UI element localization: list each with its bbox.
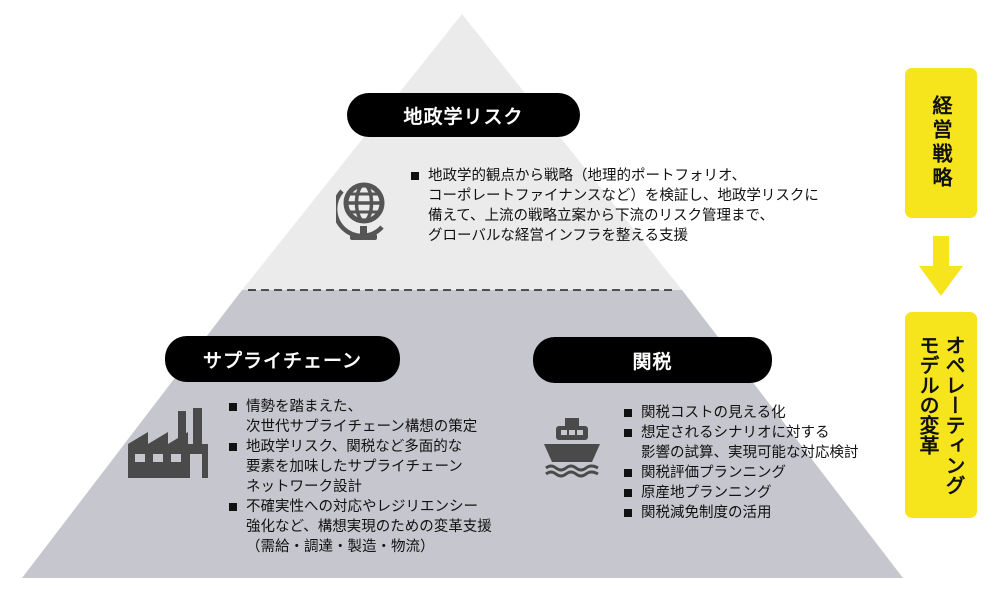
list-item: 関税コストの見える化 xyxy=(623,403,859,423)
list-item: 地政学的観点から戦略（地理的ポートフォリオ、 コーポレートファイナンスなど）を検… xyxy=(410,166,819,246)
list-item: 情勢を踏まえた、 次世代サプライチェーン構想の策定 xyxy=(228,397,492,437)
supply-chain-title: サプライチェーン xyxy=(165,336,400,382)
globe-icon xyxy=(336,182,385,240)
operating-model-box: オペレーティング モデルの変革 xyxy=(905,312,977,518)
down-arrow-icon xyxy=(919,236,963,296)
list-item: 原産地プランニング xyxy=(623,483,859,503)
list-item: 関税評価プランニング xyxy=(623,463,859,483)
ship-icon xyxy=(544,418,600,478)
management-strategy-box: 経営戦略 xyxy=(905,68,977,218)
tariffs-title: 関税 xyxy=(533,337,772,383)
pyramid-top-tier xyxy=(242,14,682,290)
supply-chain-bullets: 情勢を踏まえた、 次世代サプライチェーン構想の策定 地政学リスク、関税など多面的… xyxy=(228,397,492,557)
geopolitical-risk-bullets: 地政学的観点から戦略（地理的ポートフォリオ、 コーポレートファイナンスなど）を検… xyxy=(410,166,819,246)
list-item: 不確実性への対応やレジリエンシー 強化など、構想実現のための変革支援 （需給・調… xyxy=(228,497,492,557)
list-item: 地政学リスク、関税など多面的な 要素を加味したサプライチェーン ネットワーク設計 xyxy=(228,437,492,497)
factory-icon xyxy=(128,408,208,478)
geopolitical-risk-title: 地政学リスク xyxy=(347,93,580,137)
tariffs-bullets: 関税コストの見える化 想定されるシナリオに対する 影響の試算、実現可能な対応検討… xyxy=(623,403,859,523)
list-item: 想定されるシナリオに対する 影響の試算、実現可能な対応検討 xyxy=(623,423,859,463)
list-item: 関税減免制度の活用 xyxy=(623,503,859,523)
